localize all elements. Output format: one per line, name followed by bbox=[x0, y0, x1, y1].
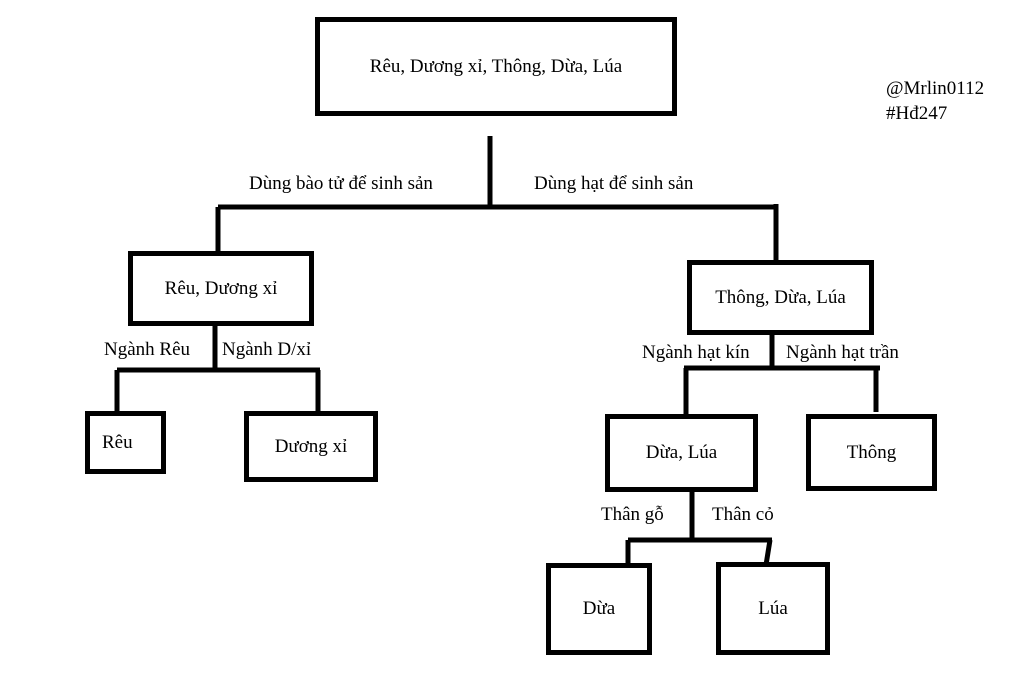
connector-lua bbox=[763, 539, 773, 566]
edge-label-than-co: Thân cỏ bbox=[712, 504, 774, 525]
thong-node: Thông bbox=[806, 414, 937, 491]
reu-node: Rêu bbox=[85, 411, 166, 474]
root-node: Rêu, Dương xỉ, Thông, Dừa, Lúa bbox=[315, 17, 677, 116]
edge-label-nganh-dxi: Ngành D/xỉ bbox=[222, 339, 312, 360]
duong-xi-node: Dương xỉ bbox=[244, 411, 378, 482]
seed-group-node: Thông, Dừa, Lúa bbox=[687, 260, 874, 335]
dua-node: Dừa bbox=[546, 563, 652, 655]
edge-label-than-go: Thân gỗ bbox=[601, 504, 664, 525]
watermark-handle: @Mrlin0112 bbox=[886, 78, 985, 99]
edge-label-nganh-reu: Ngành Rêu bbox=[104, 339, 191, 360]
watermark: @Mrlin0112 #Hđ247 bbox=[886, 77, 984, 126]
edge-label-seeds: Dùng hạt để sinh sản bbox=[534, 173, 694, 194]
lua-node: Lúa bbox=[716, 562, 830, 655]
edge-label-hat-tran: Ngành hạt trần bbox=[786, 342, 899, 363]
edge-label-hat-kin: Ngành hạt kín bbox=[642, 342, 750, 363]
edge-label-spores: Dùng bào tử để sinh sản bbox=[249, 173, 433, 194]
spore-group-node: Rêu, Dương xỉ bbox=[128, 251, 314, 326]
watermark-tag: #Hđ247 bbox=[886, 102, 948, 124]
dua-lua-node: Dừa, Lúa bbox=[605, 414, 758, 492]
